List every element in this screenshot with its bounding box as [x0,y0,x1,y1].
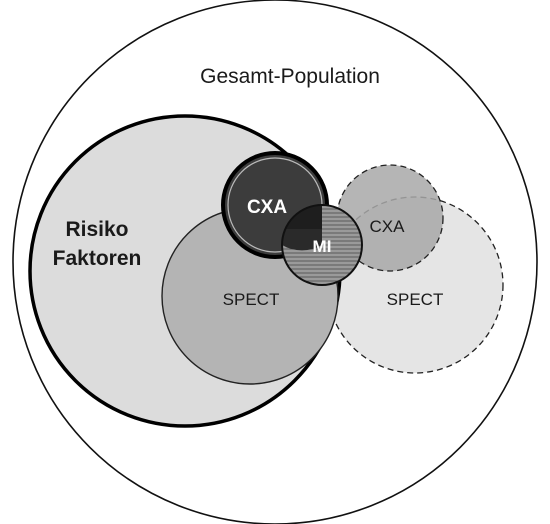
cxa-inner-label: CXA [247,197,287,218]
mi-circle [281,204,363,286]
mi-label: MI [313,237,332,256]
cxa-outer-label: CXA [370,217,406,236]
spect-inner-label: SPECT [223,290,280,309]
population-label: Gesamt-Population [200,65,380,88]
cxa-outer-circle [336,164,444,272]
risk-factors-label-line2: Faktoren [53,247,142,270]
risk-factors-label-line1: Risiko [65,218,128,241]
spect-outer-label: SPECT [387,290,444,309]
mi-circle-fill [282,205,362,285]
